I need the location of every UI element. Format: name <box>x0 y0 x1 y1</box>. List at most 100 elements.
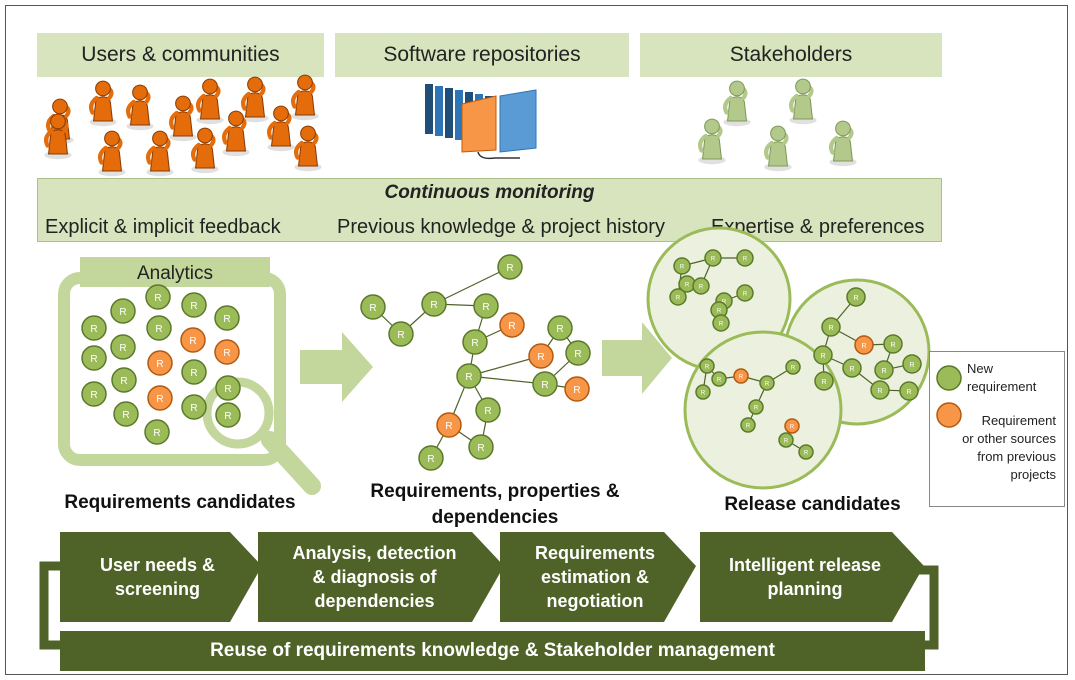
requirement-node: R <box>215 402 241 428</box>
legend-green-swatch <box>936 365 962 391</box>
requirement-node: R <box>814 371 834 391</box>
svg-text:R: R <box>484 406 491 417</box>
loop-right-connector <box>918 565 939 650</box>
svg-text:R: R <box>224 411 231 422</box>
requirement-node: R <box>181 359 207 385</box>
process-step-2 <box>258 532 504 622</box>
svg-text:R: R <box>541 380 548 391</box>
requirement-node: R <box>759 375 775 391</box>
svg-text:R: R <box>821 379 826 386</box>
requirement-node: R <box>110 334 136 360</box>
requirement-node: R <box>81 315 107 341</box>
svg-text:R: R <box>122 410 129 421</box>
svg-text:R: R <box>804 450 809 456</box>
svg-text:R: R <box>537 352 544 363</box>
requirement-node: R <box>692 277 710 295</box>
requirement-node: R <box>854 335 874 355</box>
svg-text:R: R <box>119 307 126 318</box>
svg-text:R: R <box>790 424 795 430</box>
requirement-node: R <box>456 363 482 389</box>
requirement-node: R <box>215 375 241 401</box>
dependency-edge <box>433 266 511 305</box>
legend-other-line3: from previous <box>977 449 1056 464</box>
svg-text:R: R <box>369 303 376 314</box>
svg-text:R: R <box>574 349 581 360</box>
requirement-node: R <box>778 432 794 448</box>
svg-text:R: R <box>890 342 895 349</box>
step-1-line2: screening <box>114 579 201 599</box>
requirement-node: R <box>678 275 696 293</box>
svg-text:R: R <box>427 454 434 465</box>
svg-text:R: R <box>471 338 478 349</box>
requirement-node: R <box>181 394 207 420</box>
requirement-node: R <box>111 367 137 393</box>
requirement-node: R <box>113 401 139 427</box>
requirement-node: R <box>883 334 903 354</box>
requirement-node: R <box>785 359 801 375</box>
svg-text:R: R <box>743 257 748 263</box>
svg-text:R: R <box>224 384 231 395</box>
requirement-node: R <box>821 317 841 337</box>
requirement-node: R <box>436 412 462 438</box>
process-step-3 <box>500 532 696 622</box>
knowledge-label: Previous knowledge & project history <box>337 216 665 238</box>
requirement-node: R <box>736 284 754 302</box>
svg-text:R: R <box>722 300 727 306</box>
svg-text:R: R <box>154 293 161 304</box>
svg-text:R: R <box>465 372 472 383</box>
requirement-node: R <box>733 368 749 384</box>
requirement-node: R <box>565 340 591 366</box>
requirement-node: R <box>147 350 173 376</box>
svg-text:R: R <box>746 423 751 429</box>
svg-text:R: R <box>556 324 563 335</box>
requirement-node: R <box>748 399 764 415</box>
step-3-line1: Requirements <box>534 543 656 563</box>
svg-text:R: R <box>223 348 230 359</box>
requirement-node: R <box>902 354 922 374</box>
legend-new-line2: requirement <box>967 379 1037 394</box>
requirement-node: R <box>704 249 722 267</box>
requirement-node: R <box>462 329 488 355</box>
svg-text:R: R <box>784 438 789 444</box>
requirements-candidates-caption: Requirements candidates <box>64 492 296 513</box>
process-step-4 <box>700 532 924 622</box>
svg-text:R: R <box>701 390 706 396</box>
loop-left-connector <box>39 561 60 650</box>
svg-text:R: R <box>190 403 197 414</box>
requirement-node: R <box>388 321 414 347</box>
svg-text:R: R <box>477 443 484 454</box>
bottom-bar-label: Reuse of requirements knowledge & Stakeh… <box>210 640 775 661</box>
svg-text:R: R <box>482 302 489 313</box>
users-communities-header: Users & communities <box>37 33 324 77</box>
step-3-line2: estimation & <box>540 567 649 587</box>
properties-caption-line1: Requirements, properties & <box>370 481 620 502</box>
requirement-node: R <box>710 301 728 319</box>
requirement-node: R <box>360 294 386 320</box>
requirement-node: R <box>499 312 525 338</box>
requirement-node: R <box>473 293 499 319</box>
step-2-line2: & diagnosis of <box>312 567 437 587</box>
requirement-node: R <box>899 381 919 401</box>
step-4-line1: Intelligent release <box>728 555 882 575</box>
requirement-node: R <box>81 381 107 407</box>
svg-text:R: R <box>739 374 744 380</box>
svg-text:R: R <box>820 353 825 360</box>
svg-text:R: R <box>705 364 710 370</box>
arrow-right-icon <box>602 322 672 394</box>
properties-caption: Requirements, properties & dependencies <box>345 479 645 531</box>
step-4-line2: planning <box>767 579 843 599</box>
requirement-node: R <box>870 380 890 400</box>
step-1-label: User needs &screening <box>60 532 255 622</box>
requirement-node: R <box>673 257 691 275</box>
svg-text:R: R <box>754 405 759 411</box>
svg-text:R: R <box>153 428 160 439</box>
requirement-node: R <box>784 418 800 434</box>
svg-text:R: R <box>877 388 882 395</box>
requirement-node: R <box>740 417 756 433</box>
svg-text:R: R <box>223 314 230 325</box>
legend-new-line1: New <box>967 361 994 376</box>
requirement-node: R <box>846 287 866 307</box>
step-2-line3: dependencies <box>314 591 435 611</box>
svg-text:R: R <box>791 365 796 371</box>
